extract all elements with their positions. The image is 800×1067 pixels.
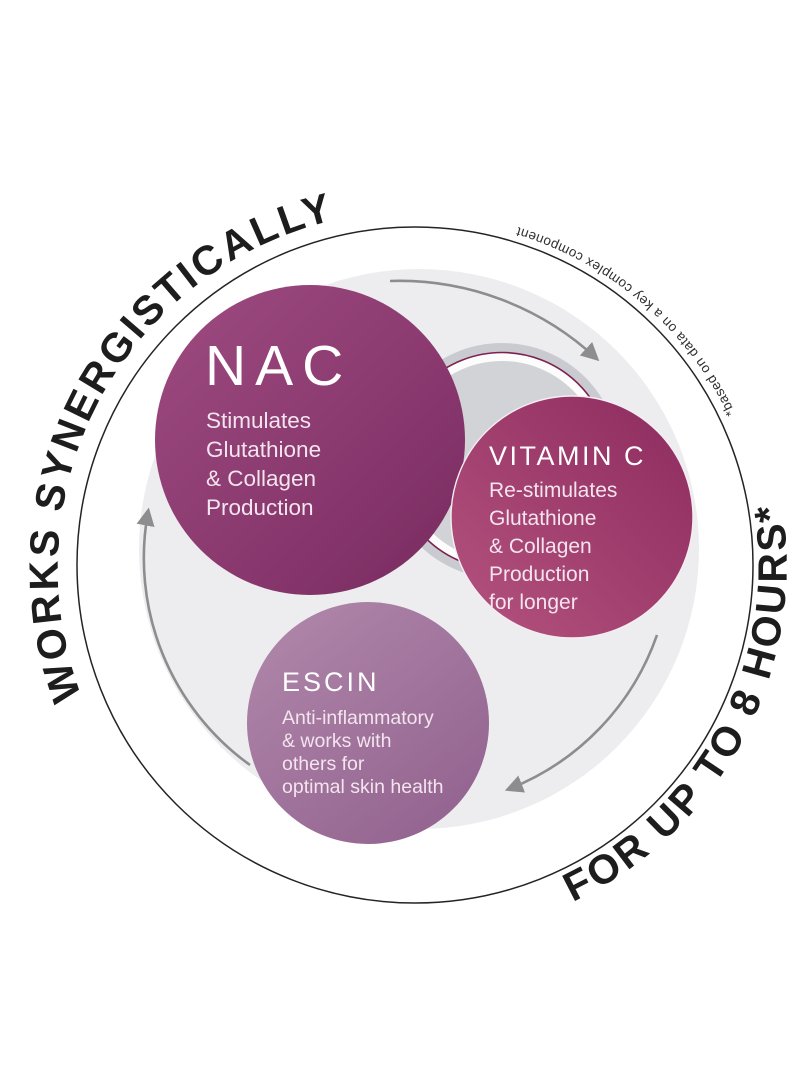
nac-title: NAC xyxy=(205,334,352,398)
outer-ring xyxy=(76,226,754,904)
nac-description-line: Glutathione xyxy=(206,437,321,462)
nac-circle xyxy=(155,285,465,595)
nac-description-line: Stimulates xyxy=(206,408,311,433)
nac-description-line: Production xyxy=(206,495,314,520)
escin-description-line: & works with xyxy=(282,730,391,752)
escin-description-line: optimal skin health xyxy=(282,776,444,798)
vitamin-c-title: VITAMIN C xyxy=(489,441,646,471)
escin-description-line: others for xyxy=(282,753,365,775)
vitamin-c-description-line: Glutathione xyxy=(489,507,596,530)
vitamin-c-description-line: for longer xyxy=(489,591,578,614)
cycle-arrow-nac-to-vitaminc xyxy=(389,279,600,362)
cycle-arrow-vitaminc-to-escin xyxy=(504,634,659,793)
escin-title: ESCIN xyxy=(282,667,380,697)
escin-description-line: Anti-inflammatory xyxy=(282,707,434,729)
vitamin-c-circle xyxy=(450,395,694,639)
vitamin-c-description-line: Re-stimulates xyxy=(489,479,617,502)
vitamin-c-description-line: & Collagen xyxy=(489,535,592,558)
cycle-arrow-escin-to-nac xyxy=(136,507,251,767)
vitamin-c-description-line: Production xyxy=(489,563,589,586)
nac-description-line: & Collagen xyxy=(206,466,316,491)
escin-circle xyxy=(247,602,489,844)
